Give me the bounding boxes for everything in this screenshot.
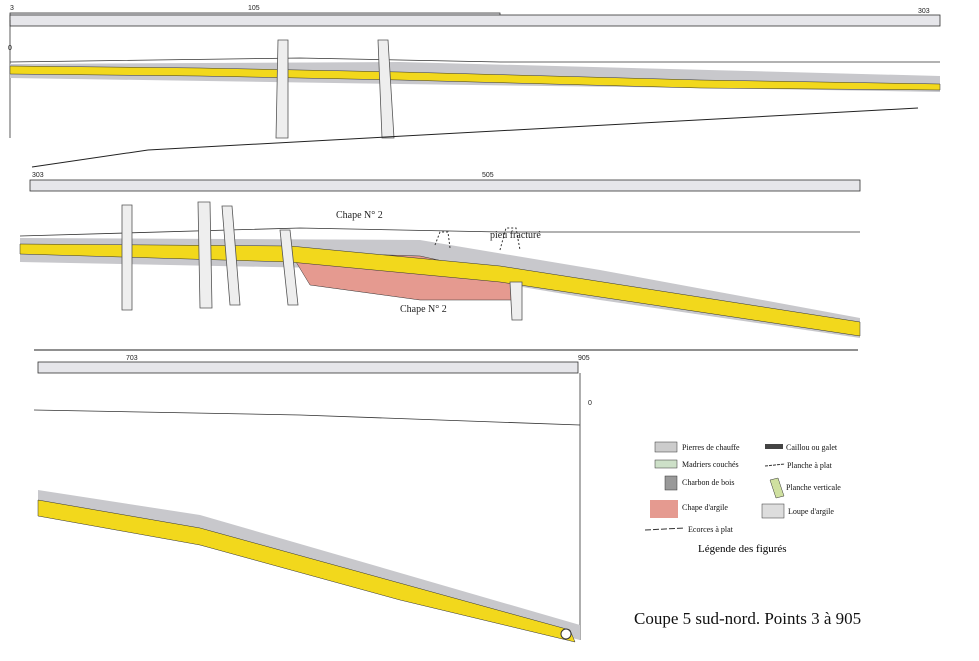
- legend-item: Caillou ou galet: [786, 443, 838, 452]
- vertical-post: [221, 205, 241, 306]
- legend-swatch: [644, 527, 686, 531]
- legend-title: Légende des figurés: [698, 543, 787, 555]
- tick-label: 905: [578, 355, 590, 362]
- legend-item: Planche verticale: [786, 483, 841, 492]
- legend-swatch: [664, 475, 678, 491]
- legend: Pierres de chauffe Madriers couchés Char…: [644, 441, 841, 555]
- stratum-clay: [9, 65, 941, 91]
- section-2: 303 505 Chape N° 2 pieu fracturé Chape N…: [19, 172, 861, 338]
- section-3: 703 905 0: [33, 349, 858, 643]
- legend-item: Charbon de bois: [682, 478, 734, 487]
- chape-label: Chape N° 2: [336, 210, 383, 221]
- tick-label: 703: [126, 355, 138, 362]
- scale-bar: [37, 361, 579, 374]
- vertical-post: [279, 229, 299, 306]
- tick-label: 3: [10, 5, 14, 12]
- vertical-post: [377, 39, 395, 139]
- tick-label: 505: [482, 172, 494, 179]
- legend-swatch: [769, 477, 785, 499]
- legend-swatch: [761, 503, 785, 519]
- legend-item: Ecorces à plat: [688, 525, 734, 534]
- section-1: 3 105 303 0: [8, 5, 941, 168]
- scale-bar: [29, 179, 861, 192]
- legend-item: Planche à plat: [787, 461, 833, 470]
- vertical-post: [509, 281, 523, 321]
- figure-title: Coupe 5 sud-nord. Points 3 à 905: [634, 609, 862, 628]
- stratum-clay: [37, 499, 576, 643]
- tick-label: 0: [588, 400, 592, 407]
- legend-item: Chape d'argile: [682, 503, 728, 512]
- legend-swatch: [765, 444, 783, 449]
- legend-swatch: [654, 459, 678, 469]
- vertical-post: [197, 201, 213, 309]
- tick-label: 303: [918, 8, 930, 15]
- legend-item: Loupe d'argile: [788, 507, 834, 516]
- vertical-post: [275, 39, 289, 139]
- tick-label: 303: [32, 172, 44, 179]
- pieu-label: pieu fracturé: [490, 230, 541, 241]
- stratum-clay: [19, 243, 861, 337]
- chape-label: Chape N° 2: [400, 304, 447, 315]
- legend-swatch: [764, 463, 786, 467]
- legend-swatch: [654, 441, 678, 453]
- vertical-post: [121, 204, 133, 311]
- legend-item: Pierres de chauffe: [682, 443, 740, 452]
- legend-item: Madriers couchés: [682, 460, 739, 469]
- scale-bar: [9, 14, 941, 27]
- legend-swatch: [650, 500, 678, 518]
- tick-label: 105: [248, 5, 260, 12]
